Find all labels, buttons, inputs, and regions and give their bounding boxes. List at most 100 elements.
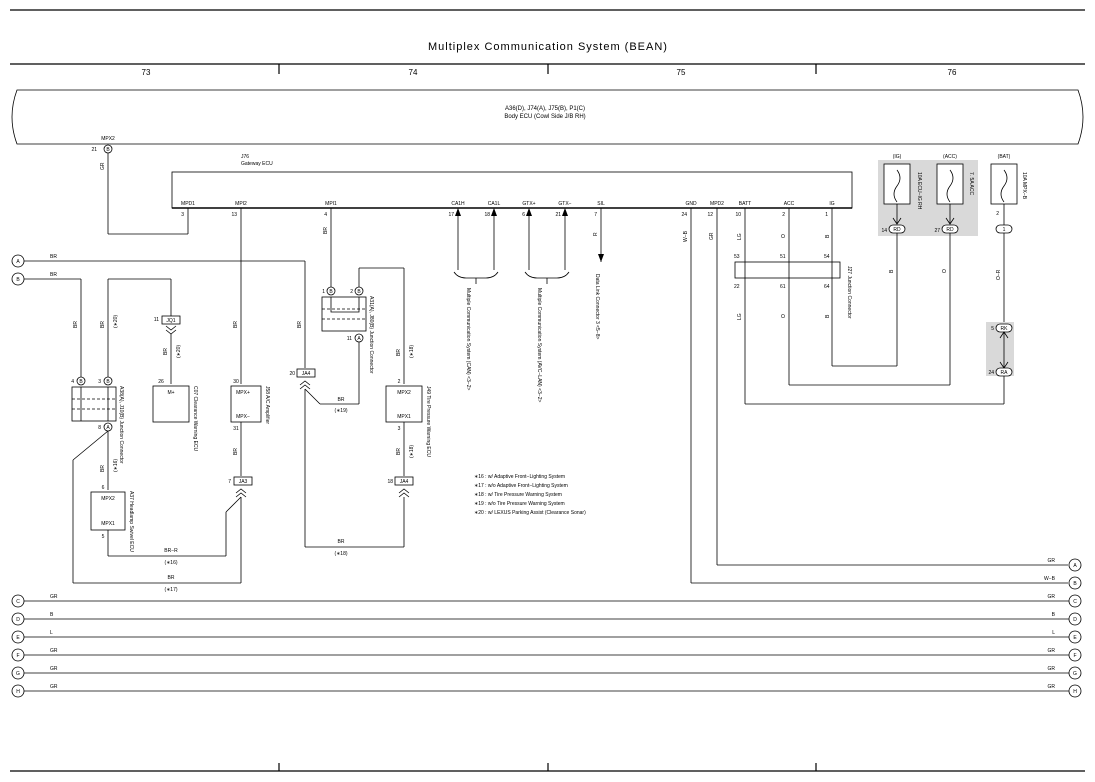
arrow-down-icon <box>892 217 902 225</box>
wire-label: BR <box>50 272 57 278</box>
arrow-up-icon <box>999 331 1009 339</box>
avc-ref: Multiple Communication System (AVC−LAN) … <box>536 288 542 402</box>
gateway-pin-name: MPD1 <box>181 201 195 207</box>
wire-label: GR <box>50 666 58 672</box>
j49-label: J49 Tire Pressure Warning ECU <box>425 386 431 457</box>
a37-pin-bot: 5 <box>102 534 105 540</box>
gateway-pin-number: 24 <box>681 212 687 218</box>
bracket <box>453 271 499 279</box>
connector-marker-label: F <box>16 653 19 659</box>
gateway-ecu-box <box>171 171 853 209</box>
wire <box>330 297 360 313</box>
a38-label: A38(A), J10(B) Junction Connector <box>118 386 124 464</box>
note: ∗17 : w/o Adaptive Front−Lighting System <box>474 483 568 489</box>
gateway-pins: MPD13MPI213MPI14CA1H17CA1L18GTX+6GTX−21S… <box>181 201 835 218</box>
arrow-up-icon <box>455 208 461 216</box>
connector-id: A <box>106 425 110 431</box>
condition-label: (∗19) <box>334 408 347 414</box>
gateway-ref: J76 <box>241 154 249 160</box>
connector-marker <box>1068 666 1082 680</box>
j27-pin: 51 <box>780 254 786 260</box>
fuse-acc: (ACC) 7. 5A ACC 27 RD <box>934 154 974 234</box>
connector-marker <box>11 684 25 698</box>
wire-label: BR <box>233 321 239 328</box>
arrow-down-icon <box>165 325 177 335</box>
wire-label: BR <box>338 539 345 545</box>
fuse-pin-top: 2 <box>996 211 999 217</box>
arrow-up-icon <box>235 488 247 498</box>
j27-pin: 22 <box>734 284 740 290</box>
jq1-tag <box>161 315 181 325</box>
gateway-pin-number: 21 <box>555 212 561 218</box>
j58-port-bot: MPX− <box>236 414 250 420</box>
a37-label: A37 Headlamp Swivel ECU <box>128 491 134 552</box>
ja4-tag <box>296 368 316 378</box>
fuse-pin: 27 <box>934 228 940 234</box>
connector-marker-label: E <box>16 635 20 641</box>
arrow-up-icon <box>299 380 311 390</box>
column-number: 75 <box>677 68 686 77</box>
fuse-conn: 1 <box>1003 227 1006 233</box>
wire-label: GR <box>50 594 58 600</box>
ja4-name: JA4 <box>302 371 311 377</box>
ja3-pin: 7 <box>228 479 231 485</box>
gateway-pin-number: 3 <box>181 212 184 218</box>
wire-label: GR <box>1048 666 1056 672</box>
connector-marker <box>1068 612 1082 626</box>
can-ref: Multiple Communication System (CAN) <3−2… <box>465 288 471 390</box>
j58-pin-top: 30 <box>233 379 239 385</box>
condition-label: (∗18) <box>334 551 347 557</box>
wire-label: W−B <box>1044 576 1056 582</box>
connector-marker-label: H <box>16 689 20 695</box>
wire-label: BR <box>163 348 169 355</box>
wire-label: BR <box>100 465 106 472</box>
connector-id: B <box>106 147 110 153</box>
connector-id: B <box>106 379 110 385</box>
j58-pin-bot: 31 <box>233 426 239 432</box>
a37-port-top: MPX2 <box>101 496 115 502</box>
connector-marker-label: A <box>16 259 20 265</box>
fuse-symbol <box>893 169 901 203</box>
column-number: 74 <box>409 68 418 77</box>
connector-id: B <box>79 379 83 385</box>
wire-label: GR <box>1048 558 1056 564</box>
j58-label: J58 A/C Amplifier <box>264 386 270 424</box>
fuse-label: 7. 5A ACC <box>968 172 974 195</box>
j27-pin: 61 <box>780 284 786 290</box>
wire-label: BR <box>396 448 402 455</box>
gateway-name: Gateway ECU <box>241 161 273 167</box>
wire-label: GR <box>709 232 715 240</box>
pin: 3 <box>98 379 101 385</box>
condition-label: (∗18) <box>409 345 415 358</box>
gateway-pin-number: 13 <box>231 212 237 218</box>
ja3-tag <box>233 476 253 486</box>
connector-marker-label: D <box>1073 617 1077 623</box>
fuse-label: 10A ECU−IG RH <box>916 172 922 210</box>
fuse-conn: RD <box>893 227 901 233</box>
a37-pin-top: 6 <box>102 485 105 491</box>
wire-label: LG <box>737 313 743 320</box>
wire-label: BR <box>100 321 106 328</box>
note: ∗19 : w/o Tire Pressure Warning System <box>474 501 565 507</box>
connector-marker-label: G <box>16 671 20 677</box>
connector-marker <box>11 666 25 680</box>
connector-marker <box>1068 630 1082 644</box>
wire-label: GR <box>1048 648 1056 654</box>
gateway-pin-number: 1 <box>825 212 828 218</box>
j58-box <box>230 385 262 423</box>
wire-label: L <box>1052 630 1055 636</box>
connector-marker <box>1068 594 1082 608</box>
fuse-top-label: (ACC) <box>943 154 957 160</box>
jq1-name: JQ1 <box>166 318 175 324</box>
j27-pin: 53 <box>734 254 740 260</box>
gateway-pin-name: BATT <box>739 201 751 207</box>
c07-label: C07 Clearance Warning ECU <box>192 386 198 452</box>
wire-label: O <box>781 234 787 238</box>
connector-marker-label: B <box>1073 581 1077 587</box>
body-ecu-name: Body ECU (Cowl Side J/B RH) <box>504 114 585 120</box>
ra-name: RA <box>1001 370 1009 376</box>
wire-label: GR <box>1048 684 1056 690</box>
